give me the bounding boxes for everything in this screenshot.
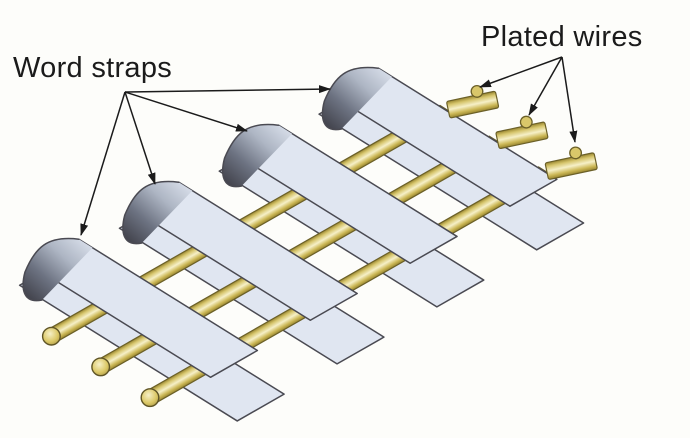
word-straps-arrow — [124, 91, 156, 185]
strap-fold — [322, 67, 392, 130]
word-straps-arrow — [80, 91, 126, 236]
wire-hook — [446, 84, 500, 119]
strap-fold — [122, 181, 193, 244]
word-straps-arrows — [80, 85, 331, 236]
wire-hooks — [446, 84, 598, 180]
strap-fold-outline — [122, 180, 180, 245]
strap-fold-outline — [321, 66, 380, 131]
plated-wires-label: Plated wires — [481, 21, 643, 53]
wire-end-face — [41, 326, 61, 346]
wire-end-face — [91, 357, 111, 377]
word-straps-label: Word straps — [13, 52, 172, 84]
wire-hook — [495, 115, 549, 150]
wire-hook — [544, 146, 598, 180]
plated-wires-arrow — [528, 56, 563, 116]
weave-plane — [0, 68, 607, 436]
word-straps-arrow — [124, 85, 331, 94]
wire-end-face — [140, 388, 160, 408]
plated-wires-arrow — [479, 56, 563, 88]
plated-wires-arrows — [479, 56, 578, 143]
strap-fold-outline — [22, 237, 80, 302]
word-straps-arrow — [124, 91, 248, 132]
strap-fold-outline — [222, 123, 280, 188]
strap-folds — [22, 66, 392, 302]
plated-wires-arrow — [561, 56, 578, 143]
strap-fold — [23, 238, 93, 301]
strap-fold — [222, 124, 293, 187]
wire-end-faces — [41, 326, 160, 408]
